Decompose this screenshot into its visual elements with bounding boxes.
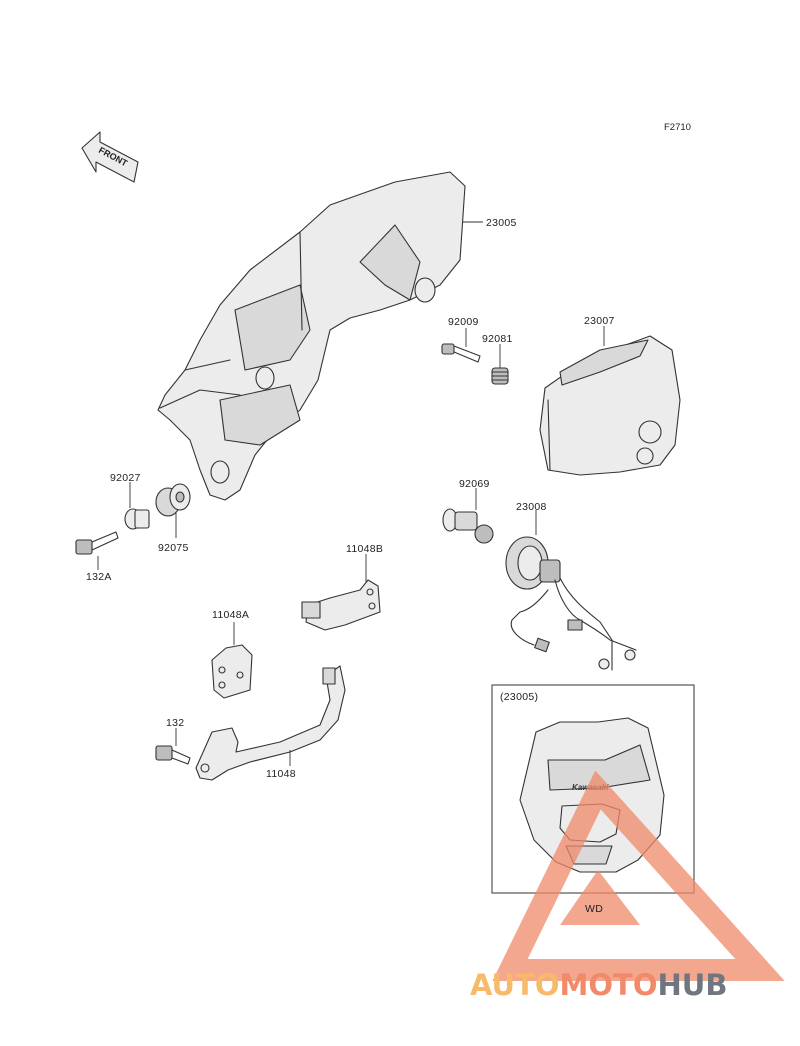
watermark-part2: MOTO xyxy=(560,968,658,1002)
part-label-23007: 23007 xyxy=(584,315,615,327)
part-label-92027: 92027 xyxy=(110,472,141,484)
washer-92027 xyxy=(124,508,150,530)
bulb-92069 xyxy=(442,508,494,544)
spring-92081 xyxy=(491,367,509,385)
bolt-132 xyxy=(155,745,191,765)
part-label-11048: 11048 xyxy=(266,768,296,780)
figure-code: F2710 xyxy=(664,122,691,133)
part-label-11048A: 11048A xyxy=(212,609,249,621)
bracket-11048B xyxy=(301,579,381,631)
bolt-132A xyxy=(75,531,119,555)
part-label-23005: 23005 xyxy=(486,217,517,229)
inset-caption: WD xyxy=(585,903,603,915)
watermark-logo-icon xyxy=(492,770,785,981)
grommet-92075 xyxy=(155,483,191,517)
inset-title: (23005) xyxy=(500,691,538,703)
socket-wiring-23008 xyxy=(505,536,637,671)
watermark-part3: HUB xyxy=(658,968,728,1002)
part-label-11048B: 11048B xyxy=(346,543,383,555)
part-label-92069: 92069 xyxy=(459,478,490,490)
part-label-92009: 92009 xyxy=(448,316,479,328)
svg-text:AUTOMOTOHUB: AUTOMOTOHUB xyxy=(470,968,727,1002)
part-label-92081: 92081 xyxy=(482,333,513,345)
part-label-23008: 23008 xyxy=(516,501,547,513)
part-label-92075: 92075 xyxy=(158,542,189,554)
bracket-11048A xyxy=(211,644,253,699)
screw-92009 xyxy=(441,343,481,363)
part-label-132A: 132A xyxy=(86,571,112,583)
headlight-lens-23007 xyxy=(539,335,681,476)
watermark-text: AUTOMOTOHUB xyxy=(470,968,727,1002)
headlight-cowl-23005 xyxy=(157,171,466,501)
front-direction-arrow-icon: FRONT xyxy=(81,131,139,183)
watermark-part1: AUTO xyxy=(470,968,560,1002)
part-label-132: 132 xyxy=(166,717,184,729)
headlight-stay-11048 xyxy=(195,665,346,781)
